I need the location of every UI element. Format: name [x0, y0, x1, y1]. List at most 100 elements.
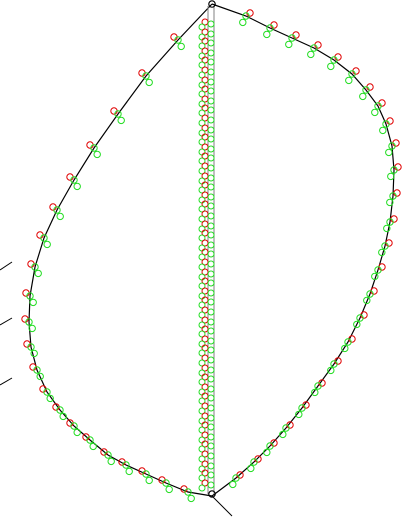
left-marker-green-b-18 — [145, 476, 153, 485]
left-marker-green-b-7 — [34, 269, 42, 278]
spine-marker-green-b-25 — [198, 263, 206, 271]
spine-marker-green-b-10 — [198, 119, 206, 127]
outline-layer — [28, 3, 395, 497]
spine-marker-red-35 — [201, 354, 209, 362]
spine-marker-green-28 — [207, 289, 215, 297]
left-marker-green-b-15 — [89, 442, 97, 451]
left-marker-green-16 — [104, 451, 112, 459]
left-marker-green-4 — [70, 176, 78, 184]
right-marker-green-18 — [330, 360, 338, 368]
spine-marker-green-3 — [207, 49, 215, 57]
right-boundary-curve — [211, 3, 395, 497]
right-marker-green-22 — [266, 442, 274, 450]
right-marker-green-b-12 — [383, 224, 391, 233]
spine-marker-green-13 — [207, 145, 215, 153]
left-marker-green-b-17 — [125, 467, 133, 476]
top-vertex-circle-marker — [208, 0, 216, 8]
spine-marker-green-b-37 — [198, 378, 206, 386]
right-marker-green-b-3 — [307, 50, 315, 59]
right-marker-green-b-11 — [386, 198, 394, 207]
spine-marker-green-b-6 — [198, 81, 206, 89]
left-marker-green-19 — [162, 479, 170, 487]
spine-marker-green-44 — [207, 442, 215, 450]
spine-marker-green-43 — [207, 433, 215, 441]
spine-marker-green-27 — [207, 279, 215, 287]
spine-marker-green-9 — [207, 106, 215, 114]
spine-marker-green-14 — [207, 154, 215, 162]
spine-marker-green-b-30 — [198, 311, 206, 319]
spine-marker-green-1 — [207, 30, 215, 38]
spine-marker-green-23 — [207, 241, 215, 249]
right-marker-green-8 — [382, 120, 390, 128]
right-marker-green-b-7 — [371, 108, 379, 117]
left-marker-green-5 — [53, 206, 61, 214]
tick-layer — [0, 261, 233, 517]
spine-marker-red-7 — [201, 85, 209, 93]
spine-marker-red-42 — [201, 421, 209, 429]
spine-marker-red-17 — [201, 181, 209, 189]
spine-marker-green-b-32 — [198, 330, 206, 338]
left-marker-green-6 — [40, 234, 48, 242]
left-marker-green-b-16 — [107, 457, 115, 466]
left-marker-green-b-5 — [56, 212, 64, 221]
spine-marker-green-b-18 — [198, 196, 206, 204]
marker-layer — [21, 0, 402, 503]
right-marker-green-b-9 — [385, 148, 393, 157]
right-marker-green-17 — [344, 338, 352, 346]
spine-marker-green-b-44 — [198, 445, 206, 453]
spine-marker-green-42 — [207, 423, 215, 431]
spine-marker-green-17 — [207, 183, 215, 191]
spine-marker-green-b-31 — [198, 321, 206, 329]
spine-marker-red-27 — [201, 277, 209, 285]
spine-marker-green-45 — [207, 452, 215, 460]
spine-marker-red-28 — [201, 287, 209, 295]
right-marker-green-7 — [374, 102, 382, 110]
spine-marker-green-b-36 — [198, 369, 206, 377]
spine-marker-red-30 — [201, 306, 209, 314]
spine-marker-green-b-8 — [198, 100, 206, 108]
spine-marker-green-30 — [207, 308, 215, 316]
edge-tick-1 — [0, 317, 13, 326]
spine-marker-green-b-41 — [198, 417, 206, 425]
left-marker-green-0 — [174, 36, 182, 44]
right-marker-green-2 — [288, 34, 296, 42]
spine-marker-red-39 — [201, 392, 209, 400]
right-marker-green-b-2 — [285, 40, 293, 49]
right-marker-green-b-19 — [311, 388, 319, 397]
spine-marker-green-b-17 — [198, 186, 206, 194]
spine-marker-green-4 — [207, 58, 215, 66]
left-marker-green-9 — [25, 318, 33, 326]
left-marker-green-b-6 — [43, 240, 51, 249]
spine-marker-green-41 — [207, 414, 215, 422]
right-marker-green-b-16 — [353, 320, 361, 329]
left-marker-green-20 — [184, 488, 192, 496]
right-marker-green-3 — [310, 44, 318, 52]
left-marker-green-b-14 — [73, 428, 81, 437]
spine-marker-green-26 — [207, 270, 215, 278]
right-marker-green-10 — [390, 166, 398, 174]
spine-marker-red-15 — [201, 162, 209, 170]
spine-marker-red-18 — [201, 191, 209, 199]
spine-marker-red-44 — [201, 440, 209, 448]
spine-marker-red-37 — [201, 373, 209, 381]
spine-marker-green-b-16 — [198, 177, 206, 185]
spine-marker-red-47 — [201, 469, 209, 477]
left-marker-green-b-8 — [29, 298, 37, 307]
spine-marker-red-14 — [201, 152, 209, 160]
spine-marker-green-48 — [207, 481, 215, 489]
spine-marker-green-24 — [207, 250, 215, 258]
spine-marker-green-35 — [207, 356, 215, 364]
left-marker-green-b-3 — [93, 150, 101, 159]
left-marker-green-b-10 — [30, 349, 38, 358]
spine-marker-green-b-24 — [198, 253, 206, 261]
left-marker-green-b-19 — [165, 485, 173, 494]
left-boundary-curve — [28, 3, 213, 497]
left-marker-green-1 — [142, 72, 150, 80]
left-marker-green-b-9 — [28, 324, 36, 333]
spine-marker-green-b-45 — [198, 455, 206, 463]
left-marker-green-3 — [90, 144, 98, 152]
spine-marker-green-5 — [207, 68, 215, 76]
right-marker-green-20 — [298, 404, 306, 412]
spine-marker-red-3 — [201, 47, 209, 55]
